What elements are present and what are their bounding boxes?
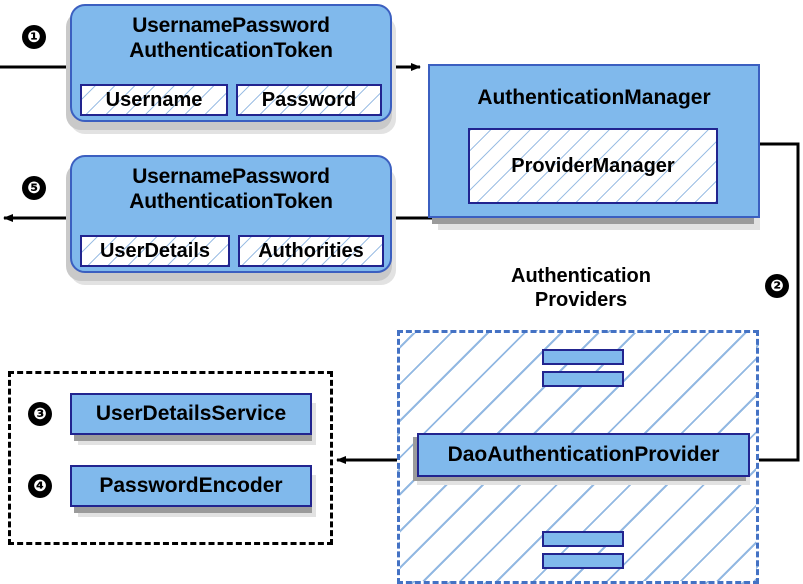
userdetailsservice-label: UserDetailsService [95,402,287,425]
response-token-slot-authorities[interactable]: Authorities [238,235,384,267]
response-token-slot-userdetails[interactable]: UserDetails [80,235,230,267]
response-token-slot-authorities-label: Authorities [258,239,364,262]
passwordencoder-box[interactable]: PasswordEncoder [70,465,312,507]
request-token-slot-password-label: Password [261,88,357,111]
authentication-providers-label-line2: Providers [534,289,628,311]
step-badge-5: ❺ [22,176,46,200]
request-token-slot-password[interactable]: Password [236,84,382,116]
dao-authentication-provider-box[interactable]: DaoAuthenticationProvider [417,433,750,477]
provider-manager-box[interactable]: ProviderManager [468,128,718,204]
step-badge-2: ❷ [765,274,789,298]
dependencies-group [8,371,333,545]
request-token-title-line2: AuthenticationToken [129,39,333,62]
provider-bar-top-1[interactable] [542,349,624,365]
provider-bar-bottom-1[interactable] [542,531,624,547]
provider-bar-bottom-2[interactable] [542,553,624,569]
response-token-title-line1: UsernamePassword [132,165,330,188]
provider-manager-label: ProviderManager [511,154,675,177]
request-token-title-line1: UsernamePassword [132,14,330,37]
authentication-providers-label-line1: Authentication [511,265,651,287]
authentication-manager-card[interactable]: AuthenticationManager ProviderManager [428,64,760,218]
response-token-slot-userdetails-label: UserDetails [99,239,211,262]
authentication-providers-label: Authentication Providers [470,264,692,312]
userdetailsservice-box[interactable]: UserDetailsService [70,393,312,435]
step-badge-4: ❹ [28,474,52,498]
request-token-card[interactable]: UsernamePassword AuthenticationToken Use… [70,4,392,122]
provider-bar-top-2[interactable] [542,371,624,387]
step-badge-3: ❸ [28,402,52,426]
passwordencoder-label: PasswordEncoder [99,474,283,497]
response-token-title-line2: AuthenticationToken [129,190,333,213]
authentication-manager-title: AuthenticationManager [477,86,711,109]
request-token-slot-username[interactable]: Username [80,84,228,116]
response-token-card[interactable]: UsernamePassword AuthenticationToken Use… [70,155,392,273]
dao-authentication-provider-label: DaoAuthenticationProvider [447,443,720,466]
request-token-slot-username-label: Username [105,88,203,111]
step-badge-1: ❶ [22,25,46,49]
